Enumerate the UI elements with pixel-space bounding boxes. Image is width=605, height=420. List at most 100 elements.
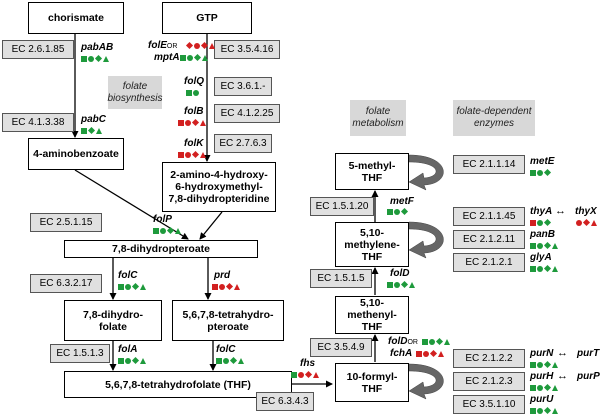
green-circle-marker [125, 357, 131, 364]
markers-glyA [530, 264, 558, 273]
green-circle-marker [193, 89, 199, 96]
green-diamond-marker [229, 356, 238, 365]
markers-folK [178, 150, 206, 159]
green-diamond-marker [94, 54, 103, 63]
compound-chorismate: chorismate [28, 2, 124, 34]
markers-folC-second [216, 356, 244, 365]
compound-tetrahydropteroate: 5,6,7,8-tetrahydro-pteroate [172, 300, 284, 341]
green-triangle-marker [444, 338, 450, 345]
green-diamond-marker [166, 226, 175, 235]
green-triangle-marker [103, 55, 109, 62]
markers-thyA [530, 218, 552, 227]
gene-prd: prd [214, 270, 231, 281]
ec-2-1-2-1: EC 2.1.2.1 [453, 253, 525, 272]
green-diamond-marker [193, 53, 202, 62]
red-circle-marker [298, 371, 304, 378]
gene-metF: metF [390, 196, 414, 207]
green-circle-marker [223, 357, 229, 364]
green-square-marker [216, 357, 222, 364]
green-circle-marker [394, 208, 400, 215]
ec-2-5-1-15: EC 2.5.1.15 [30, 213, 102, 232]
compound-gtp: GTP [162, 2, 252, 34]
green-diamond-marker [543, 218, 552, 227]
green-triangle-marker [552, 242, 558, 249]
gene-folC-second: folC [216, 344, 236, 355]
red-circle-marker [185, 151, 191, 158]
compound-pteridine: 2-amino-4-hydroxy-6-hydroxymethyl-7,8-di… [162, 162, 276, 212]
green-diamond-marker [543, 264, 552, 273]
green-triangle-marker [552, 407, 558, 414]
arrow-pteridine-to-dihydropteroate [199, 211, 223, 240]
red-diamond-marker [191, 118, 200, 127]
gene-glyA: glyA [530, 252, 552, 263]
markers-purU [530, 406, 558, 415]
red-diamond-marker [225, 282, 234, 291]
gene-purT: purT [577, 348, 600, 359]
green-square-marker [422, 338, 428, 345]
ec-2-1-2-2: EC 2.1.2.2 [453, 349, 525, 368]
ec-1-5-1-3: EC 1.5.1.3 [50, 344, 110, 363]
green-triangle-marker [140, 357, 146, 364]
header-folate-metabolism: folate metabolism [350, 100, 406, 136]
green-circle-marker [429, 338, 435, 345]
red-square-marker [530, 219, 536, 226]
green-triangle-marker [96, 127, 102, 134]
gene-thyX: thyX [575, 206, 597, 217]
red-triangle-marker [313, 371, 319, 378]
red-circle-marker [423, 350, 429, 357]
green-square-marker [530, 407, 536, 414]
markers-folP [153, 226, 181, 235]
red-square-marker [178, 151, 184, 158]
red-triangle-marker [234, 283, 240, 290]
green-circle-marker [537, 242, 543, 249]
green-square-marker [530, 265, 536, 272]
compound-5-10-methylene-thf: 5,10-methylene-THF [335, 222, 409, 267]
green-circle-marker [537, 407, 543, 414]
gene-metE: metE [530, 156, 555, 167]
cycle-arrow-formyl-thf [408, 363, 444, 400]
red-triangle-marker [591, 219, 597, 226]
green-diamond-marker [131, 282, 140, 291]
green-diamond-marker [87, 126, 96, 135]
green-circle-marker [187, 54, 193, 61]
green-square-marker [118, 357, 124, 364]
green-triangle-marker [140, 283, 146, 290]
green-circle-marker [537, 384, 543, 391]
markers-pabC [81, 126, 102, 135]
red-circle-marker [185, 119, 191, 126]
green-square-marker [387, 281, 393, 288]
ec-2-1-1-14: EC 2.1.1.14 [453, 155, 525, 174]
gene-panB: panB [530, 229, 555, 240]
exchange-arrow-thy: ↔ [555, 205, 566, 217]
ec-4-1-3-38: EC 4.1.3.38 [2, 113, 74, 132]
green-square-marker [530, 169, 536, 176]
red-triangle-marker [209, 42, 215, 49]
green-square-marker [118, 283, 124, 290]
compound-dihydrofolate: 7,8-dihydro-folate [64, 300, 162, 341]
markers-panB [530, 241, 558, 250]
red-diamond-marker [200, 41, 209, 50]
red-diamond-marker [429, 349, 438, 358]
gene-folK: folK [184, 138, 204, 149]
cycle-arrow-methylene-thf [408, 221, 444, 259]
green-circle-marker [537, 169, 543, 176]
compound-5-methyl-thf: 5-methyl-THF [335, 153, 409, 190]
markers-fhs [291, 370, 319, 379]
ec-3-5-1-10: EC 3.5.1.10 [453, 395, 525, 414]
green-square-marker [186, 89, 192, 96]
green-circle-marker [125, 283, 131, 290]
exchange-arrow-purH-purP: ↔ [557, 370, 568, 382]
green-square-marker [153, 227, 159, 234]
green-square-marker [291, 371, 297, 378]
green-diamond-marker [400, 280, 409, 289]
compound-10-formyl-thf: 10-formyl-THF [335, 363, 409, 402]
red-diamond-marker [582, 218, 591, 227]
markers-pabAB [81, 54, 109, 63]
gene-folQ: folQ [184, 76, 204, 87]
red-diamond-marker [185, 41, 194, 50]
ec-1-5-1-20: EC 1.5.1.20 [310, 197, 374, 216]
green-circle-marker [160, 227, 166, 234]
gene-fchA: fchA [390, 348, 413, 359]
green-circle-marker [394, 281, 400, 288]
